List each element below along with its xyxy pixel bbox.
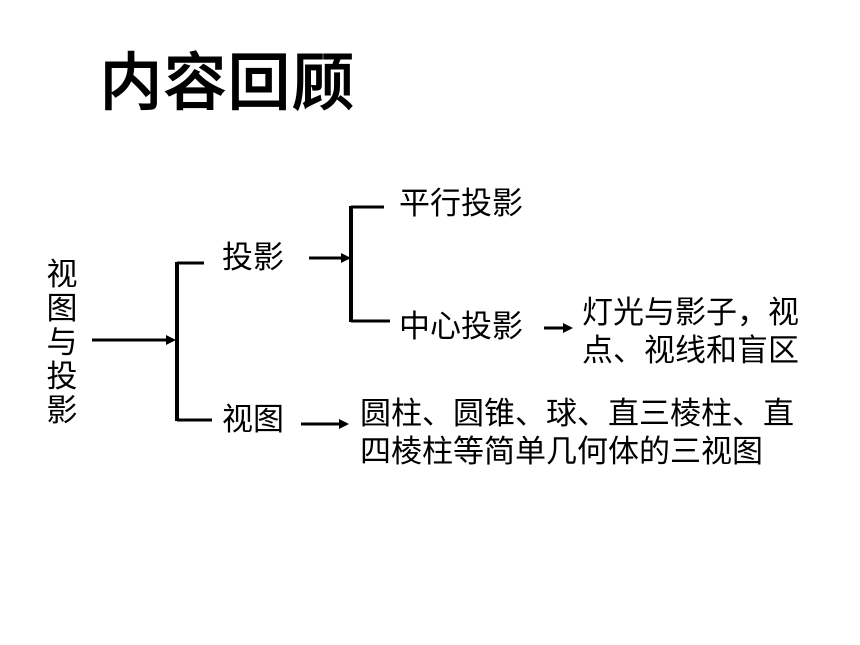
parallel-projection-node: 平行投影 bbox=[399, 186, 523, 222]
central-projection-node: 中心投影 bbox=[399, 309, 523, 345]
page-title: 内容回顾 bbox=[100, 46, 357, 119]
projection-arrow-head bbox=[341, 253, 351, 263]
central-projection-description: 灯光与影子，视 点、视线和盲区 bbox=[582, 294, 799, 370]
root-arrow-head bbox=[166, 335, 176, 345]
view-node: 视图 bbox=[222, 402, 284, 438]
central-arrow-head bbox=[563, 323, 573, 333]
central-desc-line-1: 灯光与影子，视 bbox=[582, 295, 799, 331]
root-node: 视图与投影 bbox=[46, 257, 78, 429]
view-desc-line-2: 四棱柱等简单几何体的三视图 bbox=[360, 434, 763, 470]
view-desc-line-1: 圆柱、圆锥、球、直三棱柱、直 bbox=[360, 396, 794, 432]
view-arrow-head bbox=[339, 419, 349, 429]
central-desc-line-2: 点、视线和盲区 bbox=[582, 333, 799, 369]
projection-node: 投影 bbox=[222, 240, 284, 276]
view-description: 圆柱、圆锥、球、直三棱柱、直 四棱柱等简单几何体的三视图 bbox=[360, 395, 794, 471]
